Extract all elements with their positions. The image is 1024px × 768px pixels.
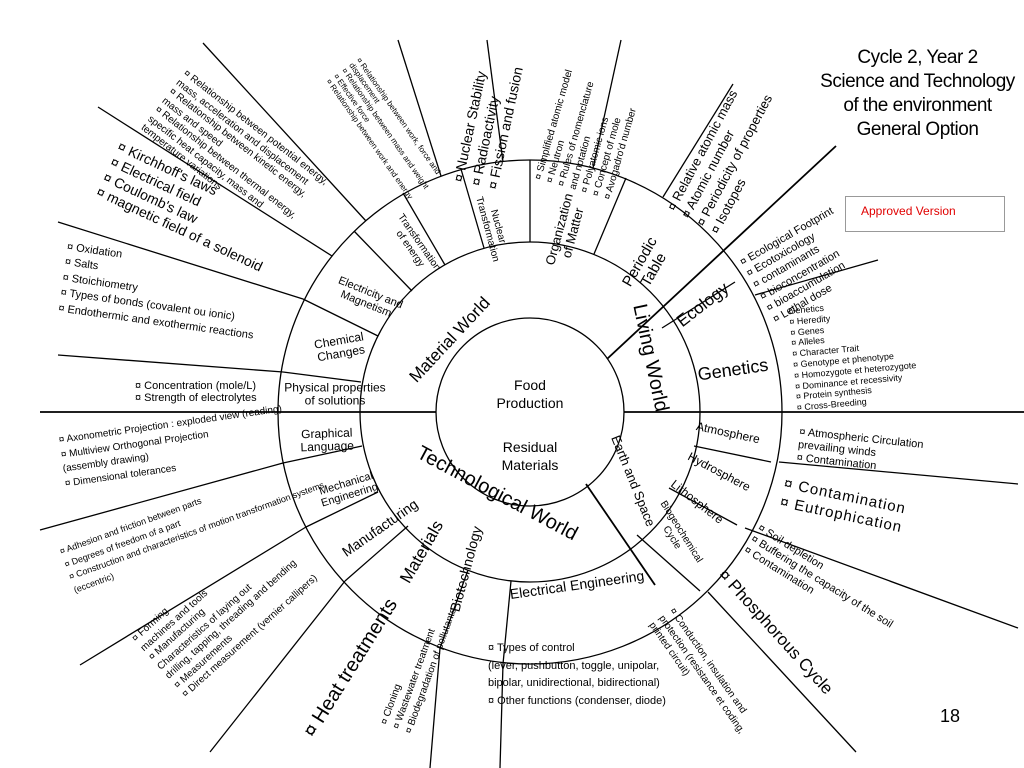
page-number: 18 [940, 706, 961, 726]
spoke [402, 192, 446, 266]
ray [662, 83, 734, 198]
ray [707, 591, 857, 753]
spoke [661, 281, 736, 329]
spoke [460, 168, 485, 249]
center-line: Production [496, 395, 564, 411]
spoke [344, 525, 409, 582]
spoke [502, 580, 512, 665]
center-line: Residual [502, 439, 558, 455]
spoke [636, 534, 701, 592]
ray [79, 526, 307, 666]
page-title: Cycle 2, Year 2 Science and Technology o… [820, 46, 1015, 142]
ray [429, 647, 441, 768]
topic-item: ¤ Strength of electrolytes [135, 391, 257, 404]
topics-genetics: Genetics ¤ Heredity ¤ Genes ¤ Alleles ¤ … [788, 295, 920, 413]
concept-graphical-language: Graphical Language [300, 426, 355, 454]
spoke [439, 569, 469, 649]
approved-version-badge: Approved Version [845, 196, 1005, 232]
spoke [282, 371, 362, 383]
title-line: of the environment [843, 95, 992, 116]
center-residual-materials: Residual Materials [480, 438, 580, 474]
spoke [353, 230, 413, 292]
topic-item: ¤ Types of control [488, 642, 575, 654]
spoke [668, 487, 738, 526]
ray [486, 39, 504, 163]
title-line: General Option [856, 119, 979, 140]
topic-item: bipolar, unidirectional, bidirectional) [488, 677, 660, 690]
ray [202, 42, 367, 222]
living-divider [606, 145, 837, 360]
ray [209, 580, 346, 753]
ray [744, 527, 1019, 629]
title-line: Science and Technology [820, 71, 1015, 92]
concept-line: of solutions [304, 393, 366, 407]
spoke [693, 445, 772, 463]
ray [754, 259, 879, 296]
earth-divider [585, 483, 656, 586]
ray [57, 221, 304, 300]
ray [57, 354, 284, 373]
topics-physical-solutions: ¤ Concentration (mole/L) ¤ Strength of e… [135, 380, 257, 404]
spoke [302, 298, 379, 337]
title-line: Cycle 2, Year 2 [857, 47, 978, 68]
ray [499, 663, 504, 768]
center-food-production: Food Production [480, 376, 580, 412]
concept-line: Physical properties [284, 380, 386, 395]
spoke [282, 445, 363, 464]
spoke [305, 491, 379, 528]
topic-item: (lever, pushbutton, toggle, unipolar, [488, 659, 660, 672]
center-line: Materials [501, 457, 559, 473]
topic-item: ¤ Concentration (mole/L) [135, 380, 257, 392]
ray [39, 462, 284, 531]
ray [397, 39, 442, 177]
ray [592, 39, 622, 169]
topic-item: ¤ Other functions (condenser, diode) [488, 694, 666, 707]
concept-line: Language [300, 438, 355, 454]
concept-physical-properties: Physical properties of solutions [284, 381, 385, 406]
center-line: Food [514, 377, 546, 393]
ray [778, 461, 1019, 485]
ray [97, 106, 333, 257]
topics-electrical: ¤ Types of control (lever, pushbutton, t… [488, 640, 666, 710]
spoke [593, 177, 627, 255]
